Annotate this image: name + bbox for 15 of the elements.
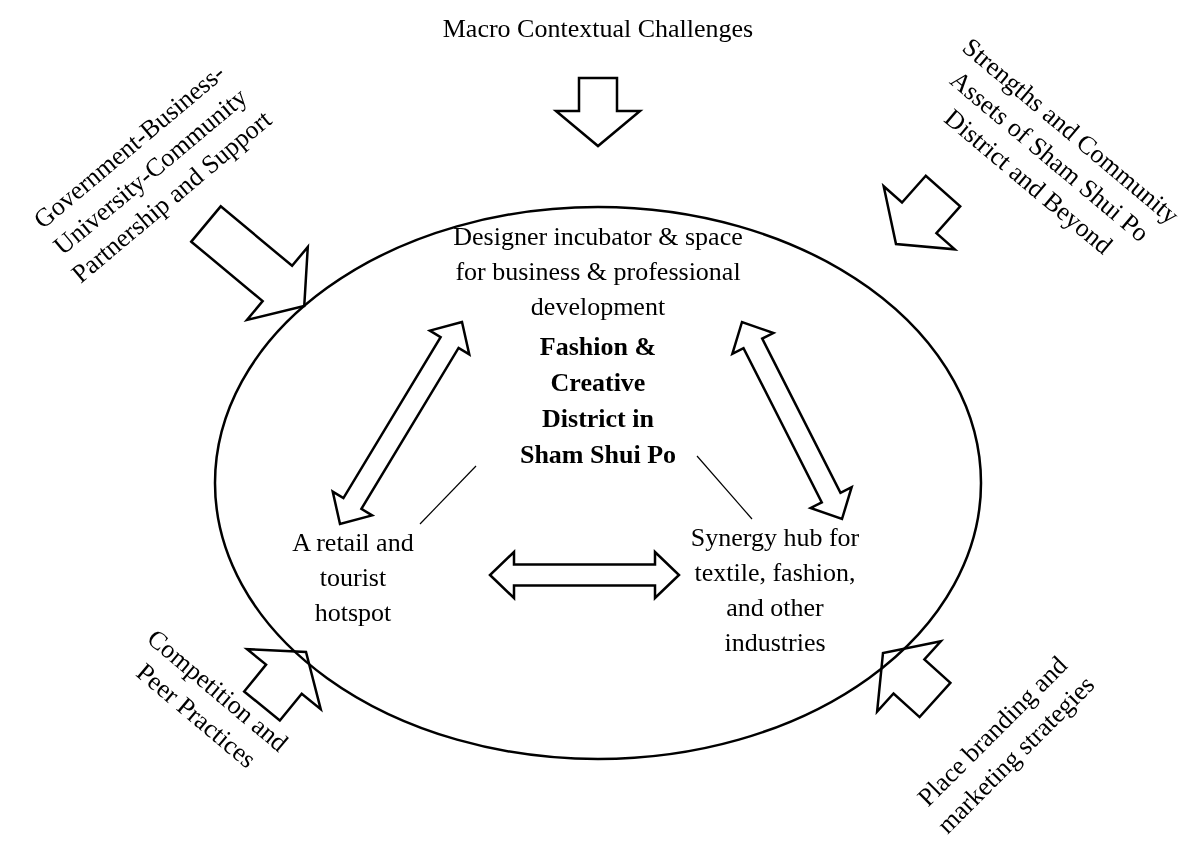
block-arrow	[875, 639, 953, 719]
block-arrow	[242, 647, 323, 723]
double-block-arrow	[488, 549, 681, 601]
center-title: Fashion & Creative District in Sham Shui Po	[518, 331, 678, 471]
block-arrow	[189, 204, 310, 323]
block-arrow	[881, 173, 962, 251]
component-label: Designer incubator & space for business & professional development	[452, 220, 744, 323]
double-block-arrow	[730, 320, 854, 521]
block-arrow	[552, 76, 644, 148]
connector-line	[696, 455, 753, 520]
component-label: Synergy hub for textile, fashion, and other industries	[689, 522, 861, 659]
component-label: A retail and tourist hotspot	[291, 527, 415, 629]
heading-label: Macro Contextual Challenges	[442, 12, 754, 45]
connector-line	[419, 465, 477, 525]
double-block-arrow	[330, 320, 472, 526]
